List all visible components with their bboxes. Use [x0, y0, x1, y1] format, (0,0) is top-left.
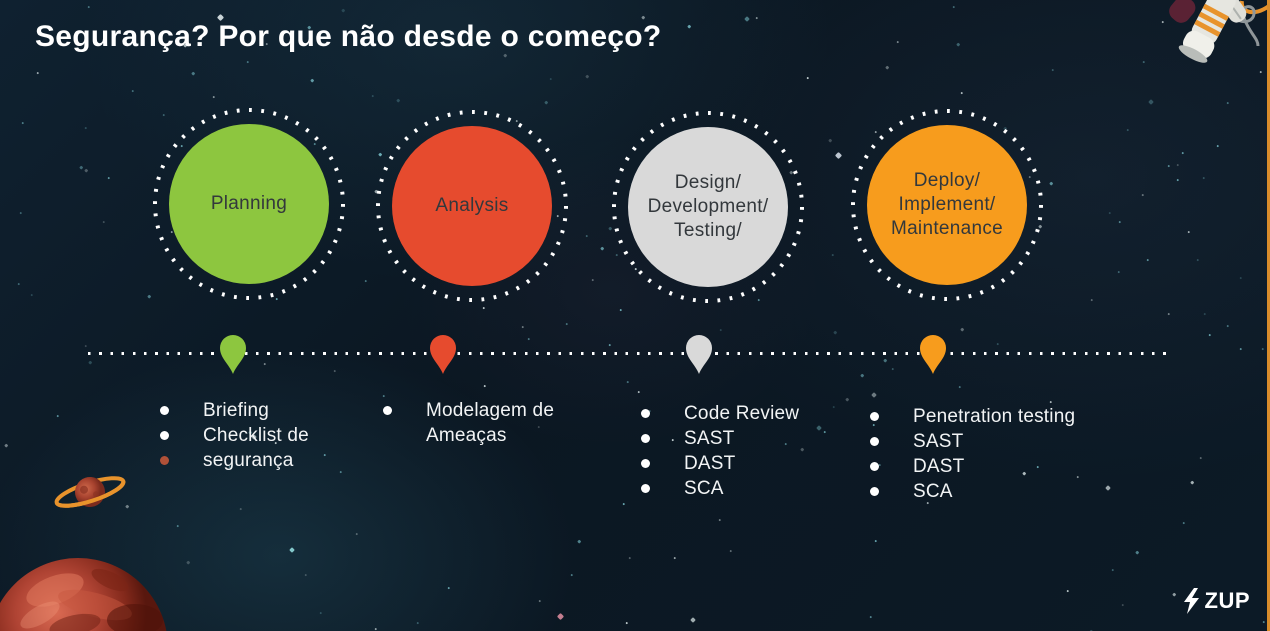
- list-item: Briefing: [160, 398, 420, 423]
- bullet-dot: [641, 409, 650, 418]
- bullet-dot: [383, 406, 392, 415]
- bullet-dot: [641, 459, 650, 468]
- bullet-dot: [641, 484, 650, 493]
- phase-circle-analysis: Analysis: [392, 126, 552, 286]
- timeline-pin-design-development-testing: [686, 335, 712, 374]
- phase-circle-design-development-testing: Design/ Development/ Testing/: [628, 127, 788, 287]
- bullet-dot: [160, 406, 169, 415]
- zup-logo: ZUP: [1182, 587, 1251, 615]
- phase-label: Analysis: [435, 195, 509, 216]
- list-item: Ameaças: [383, 423, 643, 448]
- phase-label: Design/ Development/ Testing/: [647, 172, 769, 241]
- phase-circle-planning: Planning: [169, 124, 329, 284]
- list-item: Modelagem de: [383, 398, 643, 423]
- phase-label: Deploy/ Implement/ Maintenance: [890, 170, 1004, 239]
- phase-planning: Planning: [149, 104, 349, 304]
- list-item: SAST: [641, 426, 901, 451]
- bullet-dot: [870, 412, 879, 421]
- phase-deploy-implement-maintenance: Deploy/ Implement/ Maintenance: [847, 105, 1047, 305]
- bullet-list-analysis: Modelagem de Ameaças: [383, 398, 643, 448]
- phase-circle-deploy-implement-maintenance: Deploy/ Implement/ Maintenance: [867, 125, 1027, 285]
- phase-label: Planning: [210, 193, 288, 214]
- list-item: DAST: [870, 454, 1130, 479]
- right-edge-accent: [1267, 0, 1270, 631]
- dotted-ring: [612, 111, 804, 303]
- bullet-dot: [870, 437, 879, 446]
- dotted-ring: [153, 108, 345, 300]
- timeline-pin-analysis: [430, 335, 456, 374]
- list-item: SCA: [641, 476, 901, 501]
- bullet-list-deploy-implement-maintenance: Penetration testing SAST DAST SCA: [870, 404, 1130, 504]
- bullet-list-design-development-testing: Code Review SAST DAST SCA: [641, 401, 901, 501]
- list-item: Penetration testing: [870, 404, 1130, 429]
- bullet-dot: [641, 434, 650, 443]
- list-item: DAST: [641, 451, 901, 476]
- dotted-ring: [376, 110, 568, 302]
- bullet-dot: [160, 431, 169, 440]
- bullet-dot-red: [160, 456, 169, 465]
- bullet-dot: [870, 462, 879, 471]
- phase-analysis: Analysis: [372, 106, 572, 306]
- list-item: Code Review: [641, 401, 901, 426]
- slide-title: Segurança? Por que não desde o começo?: [35, 20, 662, 53]
- list-item: segurança: [160, 448, 420, 473]
- phase-design-development-testing: Design/ Development/ Testing/: [608, 107, 808, 307]
- timeline-dotted-line: [88, 352, 1166, 355]
- timeline-pin-planning: [220, 335, 246, 374]
- bullet-spacer: [383, 431, 392, 440]
- zup-logo-text: ZUP: [1204, 588, 1250, 613]
- bullet-list-planning: Briefing Checklist de segurança: [160, 398, 420, 473]
- list-item: SCA: [870, 479, 1130, 504]
- dotted-ring: [851, 109, 1043, 301]
- timeline-pin-deploy-implement-maintenance: [920, 335, 946, 374]
- list-item: Checklist de: [160, 423, 420, 448]
- lightning-bolt-icon: [1183, 588, 1199, 614]
- bullet-dot: [870, 487, 879, 496]
- list-item: SAST: [870, 429, 1130, 454]
